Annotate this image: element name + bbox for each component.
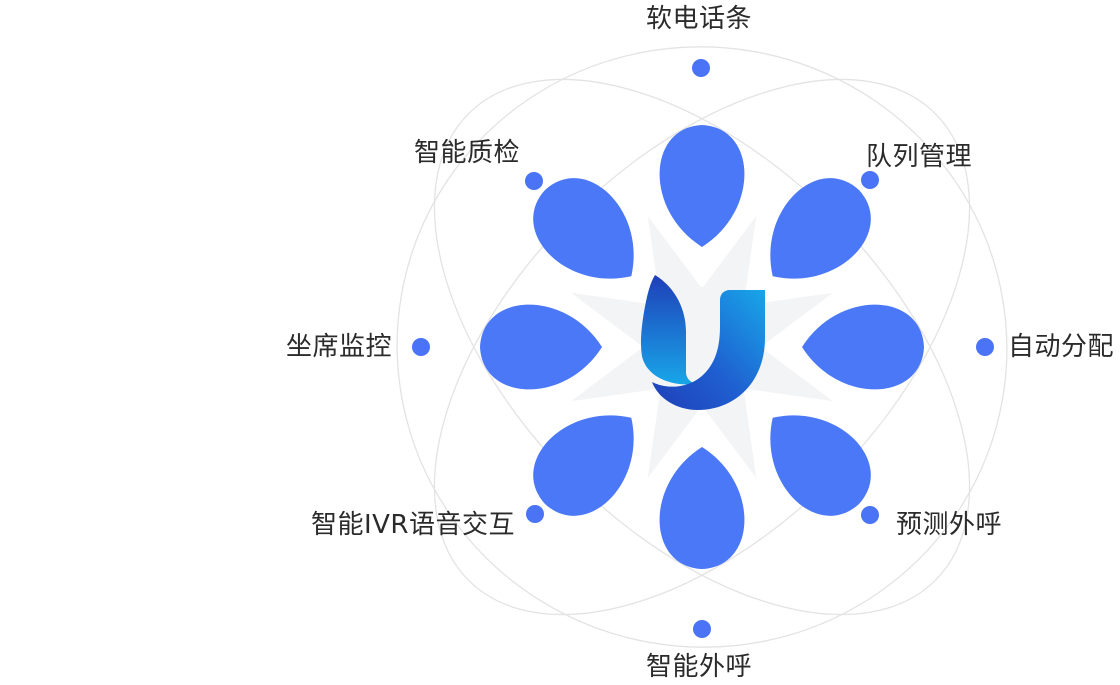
petal: [533, 178, 634, 279]
petal: [770, 178, 871, 279]
feature-label-right: 自动分配: [1008, 332, 1115, 362]
feature-dots: [412, 59, 994, 638]
petal: [480, 304, 602, 390]
petal: [533, 415, 634, 516]
feature-dot-left: [412, 338, 430, 356]
feature-label-bottom: 智能外呼: [646, 652, 753, 682]
feature-dot-bottom-right: [861, 506, 879, 524]
feature-label-left: 坐席监控: [285, 332, 392, 362]
petal: [770, 415, 871, 516]
feature-dot-top-left: [525, 172, 543, 190]
u-letter-logo-icon: [640, 275, 765, 410]
feature-dot-right: [976, 338, 994, 356]
feature-dot-bottom: [693, 620, 711, 638]
feature-dot-bottom-left: [526, 505, 544, 523]
feature-label-top: 软电话条: [646, 4, 753, 34]
feature-dot-top-right: [861, 171, 879, 189]
feature-label-top-right: 队列管理: [866, 142, 973, 172]
logo-left-stroke: [640, 275, 696, 385]
petal: [659, 125, 745, 247]
petal: [802, 304, 924, 390]
feature-label-top-left: 智能质检: [413, 138, 520, 168]
petal: [659, 447, 745, 569]
inner-star: [561, 206, 843, 488]
orbit-ellipse-c: [396, 46, 1008, 648]
logo-right-stroke: [652, 290, 765, 410]
feature-label-bottom-left: 智能IVR语音交互: [310, 510, 515, 540]
feature-label-bottom-right: 预测外呼: [896, 510, 1003, 540]
petal-group: [480, 125, 924, 569]
feature-dot-top: [692, 59, 710, 77]
